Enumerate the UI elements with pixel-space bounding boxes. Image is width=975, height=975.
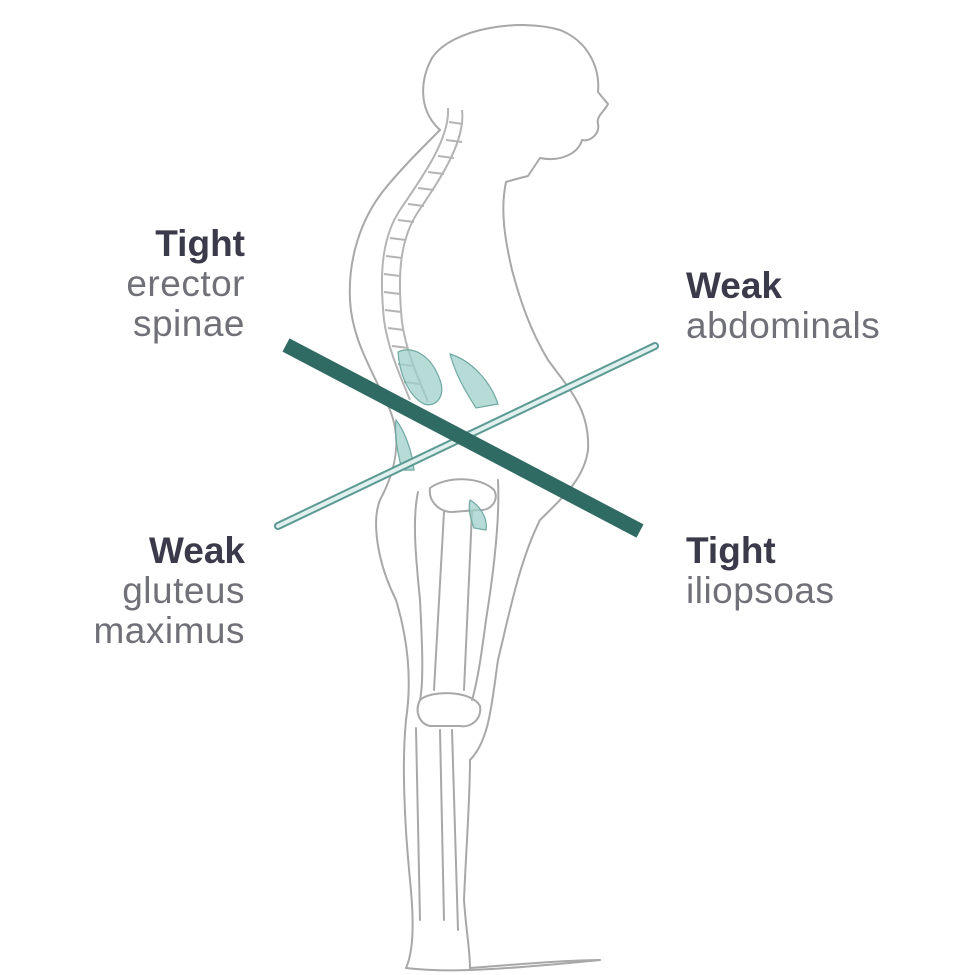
lower-left-muscle-line1: gluteus (20, 571, 245, 611)
label-upper-left: Tight erector spinae (40, 224, 245, 344)
lower-left-muscle-line2: maximus (20, 611, 245, 651)
lower-right-muscle-line1: iliopsoas (686, 571, 946, 611)
lower-left-status: Weak (20, 531, 245, 571)
upper-right-muscle-line1: abdominals (686, 306, 966, 346)
upper-left-status: Tight (40, 224, 245, 264)
erector-spinae-muscle (398, 350, 442, 405)
upper-right-status: Weak (686, 266, 966, 306)
lower-right-status: Tight (686, 531, 946, 571)
upper-left-muscle-line2: spinae (40, 304, 245, 344)
label-upper-right: Weak abdominals (686, 266, 966, 346)
upper-left-muscle-line1: erector (40, 264, 245, 304)
label-lower-right: Tight iliopsoas (686, 531, 946, 611)
label-lower-left: Weak gluteus maximus (20, 531, 245, 651)
abdominal-muscle (450, 354, 498, 408)
